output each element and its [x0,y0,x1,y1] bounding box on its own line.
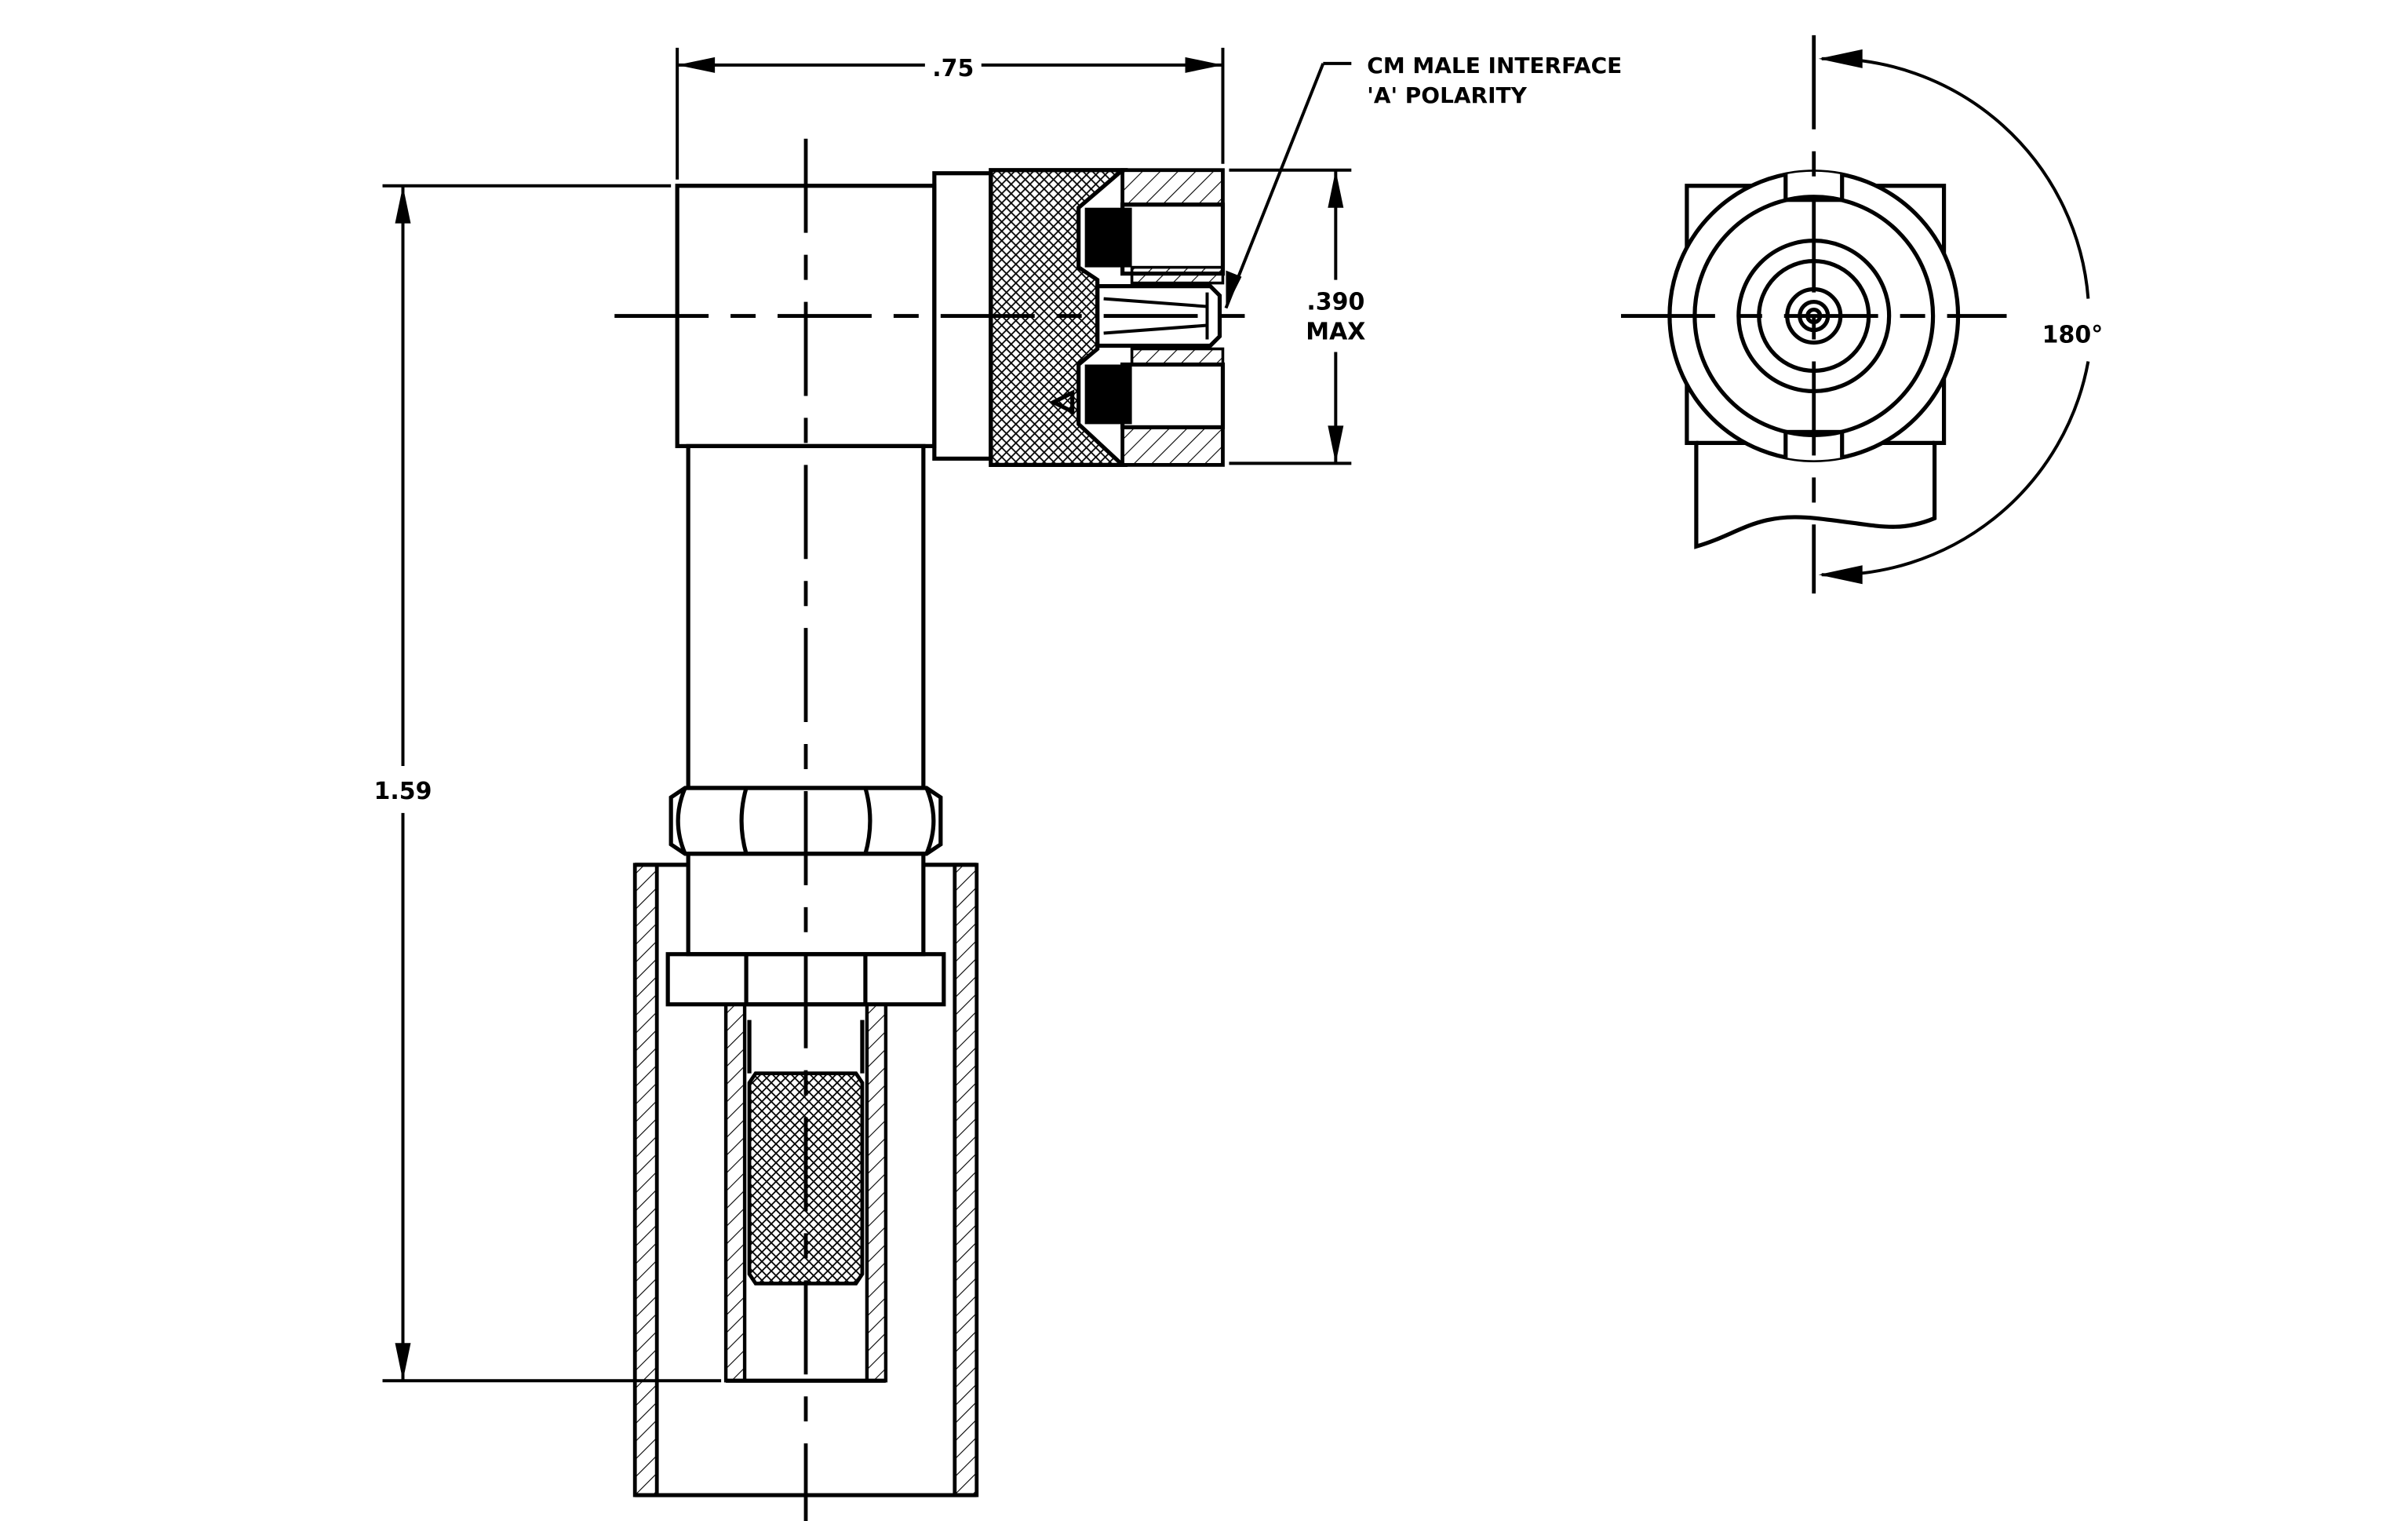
dimension-height [382,184,722,1383]
rotation-label: 180° [2042,322,2104,349]
center-contact [1095,283,1222,348]
rotation-arc [1818,49,2090,585]
upper-inner-insulator [1130,265,1225,285]
callout-line1: CM MALE INTERFACE [1367,53,1622,78]
upper-seal [1084,207,1132,268]
lower-inner-insulator [1130,347,1225,367]
callout-line2: 'A' POLARITY [1367,82,1527,108]
inner-ferrule [723,1002,888,1383]
outer-sleeve [632,863,979,1497]
lower-seal [1084,364,1132,425]
hex-nut [668,786,943,856]
diameter-dimension-label-line2: MAX [1306,319,1365,346]
lower-shell [1120,425,1225,467]
width-dimension-label: .75 [932,55,974,82]
callout-leader [1224,61,1352,309]
dimension-diameter [1229,168,1352,465]
side-view [614,138,1255,1521]
diameter-dimension-label-line1: .390 [1306,289,1364,316]
end-view [1620,35,2007,594]
dimension-width [676,47,1225,180]
upper-shell [1120,168,1225,207]
height-dimension-label: 1.59 [374,778,432,805]
